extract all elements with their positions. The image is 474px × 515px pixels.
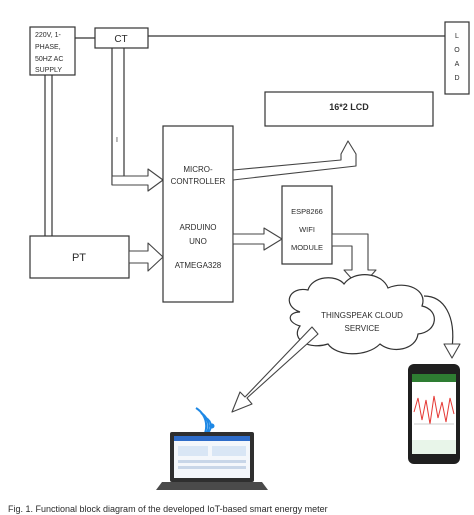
load-box — [444, 21, 470, 95]
ct-label: CT — [114, 34, 127, 45]
lcd-box — [264, 91, 434, 127]
load-letter-3: A — [455, 61, 460, 68]
cloud-line-2: SERVICE — [345, 324, 380, 333]
smartphone-icon — [408, 364, 460, 464]
figure-caption: Fig. 1. Functional block diagram of the … — [8, 504, 328, 514]
cloud-line-1: THINGSPEAK CLOUD — [321, 311, 403, 320]
mcu-line-1: MICRO- — [183, 165, 213, 174]
pt-box — [29, 235, 130, 279]
mcu-to-lcd-arrow — [232, 140, 357, 181]
mcu-line-2: CONTROLLER — [171, 177, 226, 186]
load-letter-4: D — [454, 75, 459, 82]
mcu-box — [162, 125, 234, 303]
supply-line-3: 50HZ AC — [35, 56, 63, 63]
pt-label: PT — [72, 252, 86, 264]
cloud-to-laptop-arrow — [231, 326, 319, 413]
ct-box — [94, 27, 149, 49]
supply-line-1: 220V, 1- — [35, 32, 61, 39]
wifi-line-2: WIFI — [299, 225, 315, 234]
wifi-box — [281, 185, 333, 265]
mcu-line-4: UNO — [189, 237, 207, 246]
wifi-line-1: ESP8266 — [291, 207, 323, 216]
supply-line-2: PHASE, — [35, 44, 61, 51]
mcu-line-5: ATMEGA328 — [175, 261, 222, 270]
laptop-icon — [156, 432, 268, 490]
ct-to-mcu-arrow — [111, 168, 164, 192]
load-letter-1: L — [455, 33, 459, 40]
ct-wire-mark: I — [116, 137, 118, 144]
cloud-to-phone-arrowhead — [443, 343, 461, 359]
lcd-label: 16*2 LCD — [329, 102, 369, 112]
pt-to-mcu-arrow — [128, 242, 164, 272]
supply-box — [29, 26, 76, 76]
mcu-line-3: ARDUINO — [180, 223, 217, 232]
wifi-line-3: MODULE — [291, 243, 323, 252]
cloud-to-phone-curve — [423, 295, 454, 349]
mcu-to-wifi-arrow — [232, 227, 283, 251]
load-letter-2: O — [454, 47, 460, 54]
supply-line-4: SUPPLY — [35, 67, 62, 74]
